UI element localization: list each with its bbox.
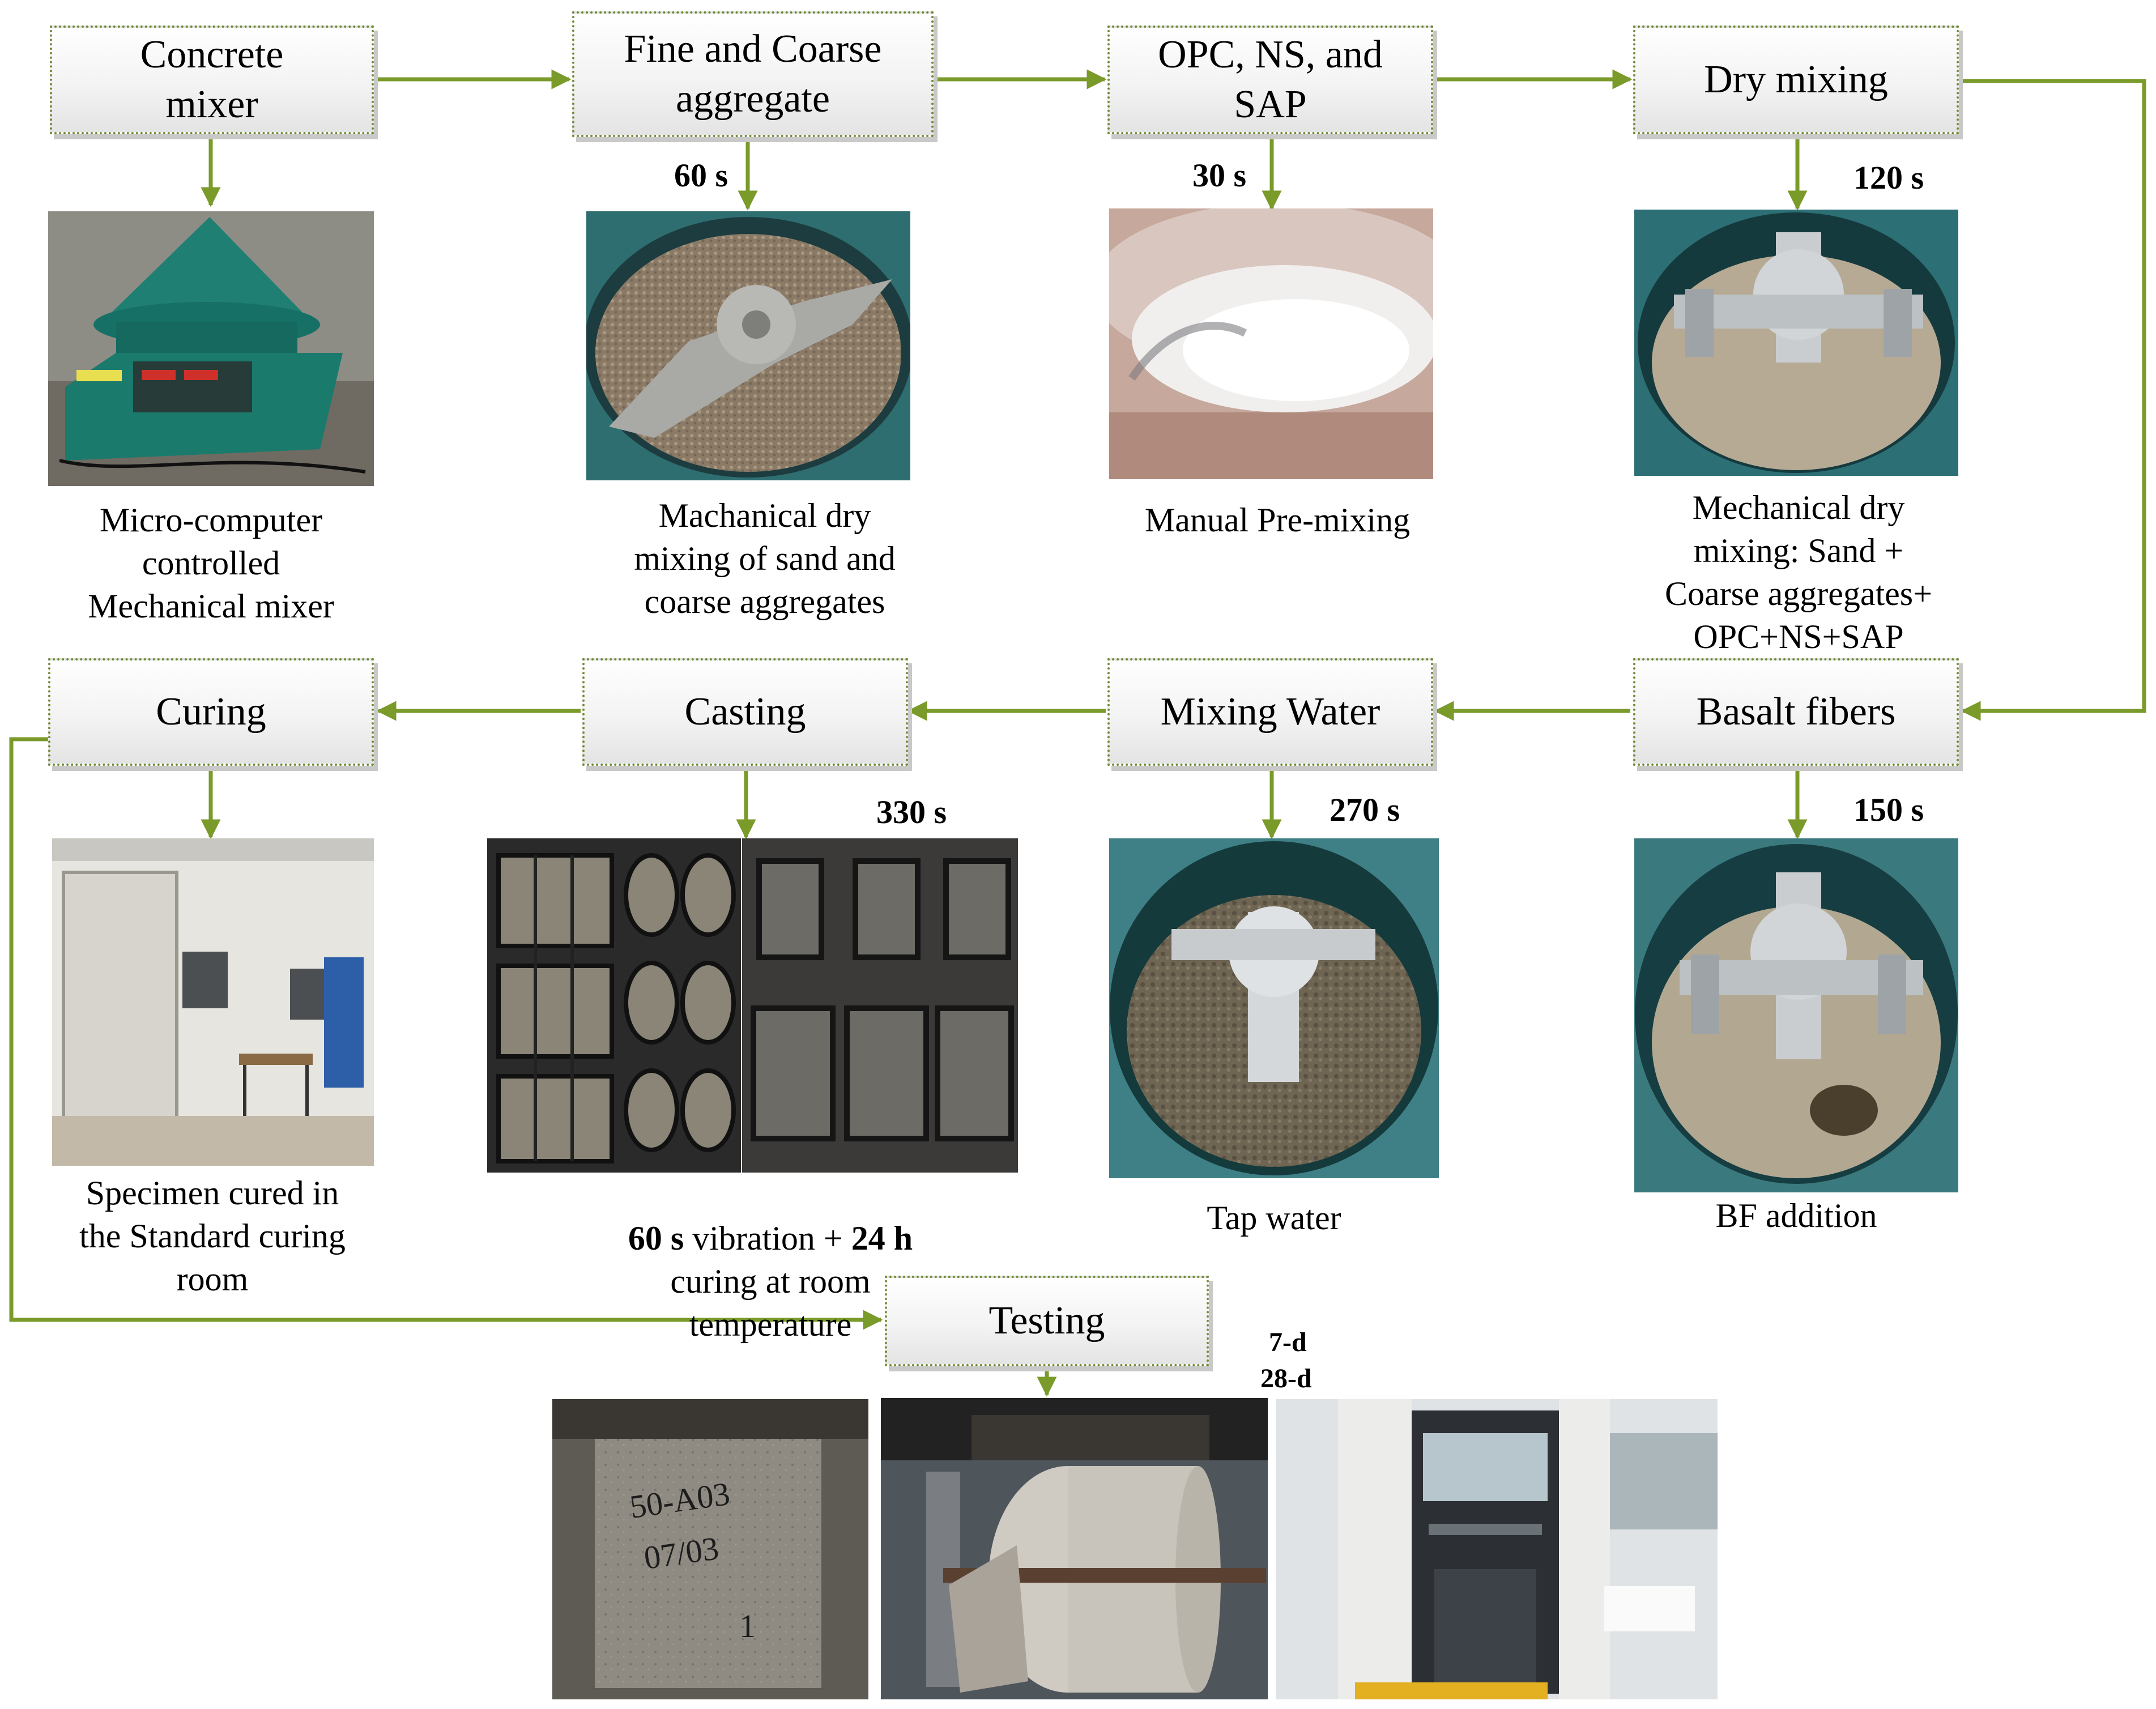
photo-splitting-test <box>881 1398 1268 1699</box>
photo-casting-molds <box>487 838 741 1173</box>
caption-opc: Manual Pre-mixing <box>1144 501 1411 539</box>
step-concrete-mixer: Concrete mixer <box>50 25 374 134</box>
caption-aggregate: Machanical dry mixing of sand and coarse… <box>634 497 896 620</box>
time-testing-7d: 7-d <box>1269 1327 1307 1357</box>
arrow-curing-to-testing <box>9 737 883 1330</box>
time-dry-mixing: 120 s <box>1854 159 1924 196</box>
photo-mechanical-mixer <box>48 211 374 486</box>
time-water: 270 s <box>1330 791 1400 828</box>
photo-testing-machine <box>1276 1399 1718 1699</box>
photo-tested-specimen: 50-A03 07/03 1 <box>552 1399 868 1699</box>
caption-dry-mixing: Mechanical dry mixing: Sand + Coarse agg… <box>1665 489 1932 655</box>
caption-casting-rest: curing at room temperature <box>670 1263 871 1343</box>
photo-manual-premixing <box>1109 208 1433 479</box>
photo-bf-addition <box>1634 838 1958 1192</box>
caption-basalt: BF addition <box>1715 1197 1877 1234</box>
photo-tap-water <box>1109 838 1439 1178</box>
step-dry-mixing: Dry mixing <box>1633 25 1959 134</box>
time-testing-28d: 28-d <box>1260 1363 1312 1393</box>
step-aggregate: Fine and Coarse aggregate <box>572 11 934 137</box>
specimen-mark-3: 1 <box>739 1608 756 1644</box>
caption-casting: 60 s vibration + 24 h curing at room temp… <box>578 1174 963 1346</box>
step-opc-ns-sap: OPC, NS, and SAP <box>1107 25 1433 134</box>
photo-aggregate-mixing <box>586 211 910 480</box>
step-basalt-fibers: Basalt fibers <box>1633 658 1959 766</box>
arrow-dry-to-basalt <box>1959 79 2146 721</box>
caption-casting-cure-time: 24 h <box>851 1220 913 1257</box>
time-aggregate: 60 s <box>674 157 728 194</box>
time-opc: 30 s <box>1192 157 1247 194</box>
step-mixing-water: Mixing Water <box>1107 658 1433 766</box>
caption-casting-vib-text: vibration + <box>684 1220 851 1257</box>
step-curing: Curing <box>48 658 374 766</box>
time-casting: 330 s <box>876 794 947 830</box>
caption-mixer: Micro-computer controlled Mechanical mix… <box>88 501 334 625</box>
photo-casting-specimens <box>742 838 1018 1173</box>
step-testing: Testing <box>885 1276 1209 1366</box>
caption-water: Tap water <box>1207 1199 1341 1237</box>
caption-casting-vib-time: 60 s <box>628 1220 684 1257</box>
time-basalt: 150 s <box>1854 791 1924 828</box>
photo-curing-room <box>52 838 374 1166</box>
step-casting: Casting <box>582 658 908 766</box>
caption-curing: Specimen cured in the Standard curing ro… <box>79 1174 346 1298</box>
photo-dry-mixing <box>1634 210 1958 476</box>
